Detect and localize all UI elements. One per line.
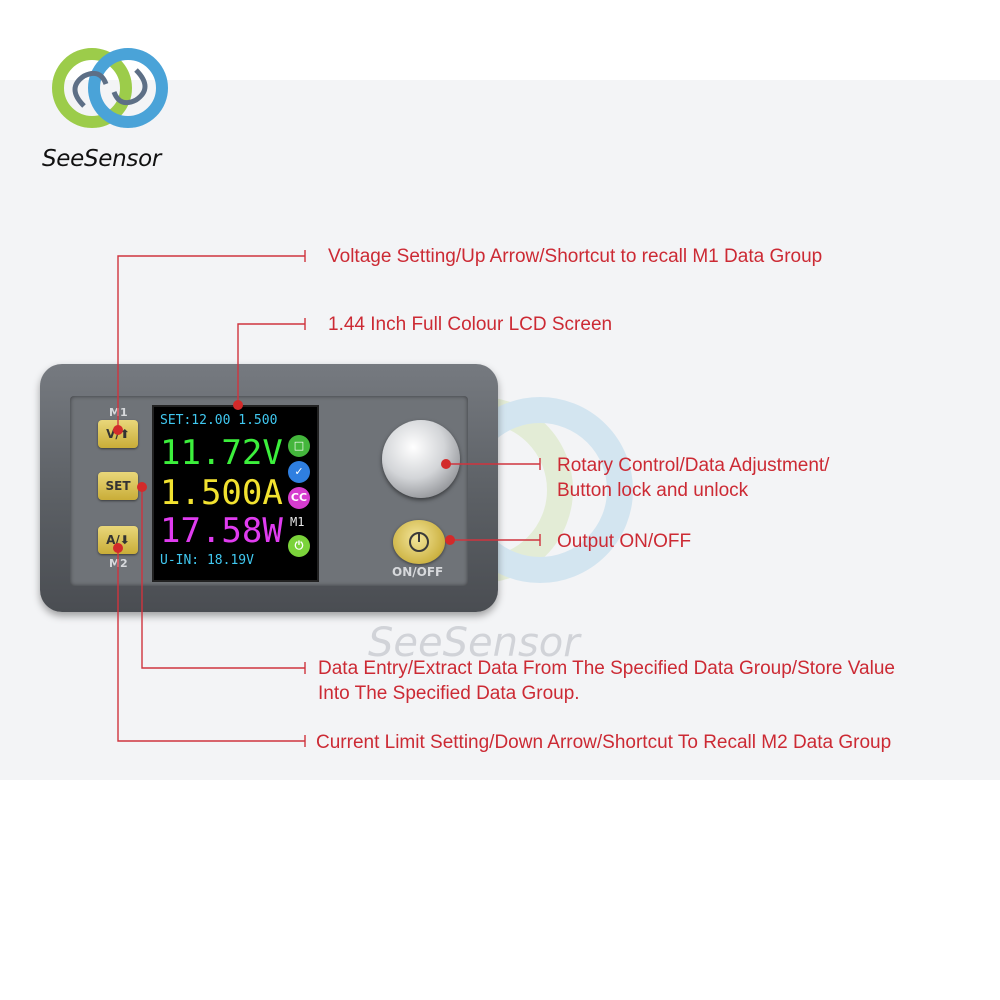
lcd-power: 17.58W [160, 511, 283, 551]
onoff-caption: ON/OFF [392, 565, 444, 579]
power-status-icon: ⏻ [288, 535, 310, 557]
label-current-limit: Current Limit Setting/Down Arrow/Shortcu… [316, 732, 892, 753]
lcd-input-voltage: U-IN: 18.19V [160, 553, 254, 568]
lcd-current: 1.500A [160, 473, 283, 513]
lcd-set-line: SET:12.00 1.500 [160, 413, 278, 428]
label-voltage-setting: Voltage Setting/Up Arrow/Shortcut to rec… [328, 246, 823, 267]
lock-icon: □ [288, 435, 310, 457]
lcd-group: M1 [290, 515, 305, 529]
cc-icon: CC [288, 487, 310, 509]
current-down-button[interactable]: A/⬇ [98, 526, 138, 554]
callout-dot-a [113, 543, 123, 553]
lcd-voltage: 11.72V [160, 433, 283, 473]
output-power-button[interactable] [393, 520, 445, 564]
label-lcd-screen: 1.44 Inch Full Colour LCD Screen [328, 314, 613, 335]
callout-dot-lcd [233, 400, 243, 410]
set-button[interactable]: SET [98, 472, 138, 500]
brand-name: SeeSensor [42, 146, 162, 172]
label-data-entry: Data Entry/Extract Data From The Specifi… [318, 658, 895, 704]
power-icon [409, 532, 429, 552]
callout-dot-knob [441, 459, 451, 469]
watermark-text: SeeSensor [368, 620, 580, 666]
check-icon: ✓ [288, 461, 310, 483]
label-rotary-control: Rotary Control/Data Adjustment/Button lo… [557, 455, 830, 501]
label-output: Output ON/OFF [557, 531, 692, 552]
callout-dot-set [137, 482, 147, 492]
callout-dot-onoff [445, 535, 455, 545]
callout-dot-v [113, 425, 123, 435]
seesensor-logo-icon [52, 48, 168, 128]
lcd-screen: SET:12.00 1.500 11.72V 1.500A 17.58W U-I… [152, 405, 319, 582]
